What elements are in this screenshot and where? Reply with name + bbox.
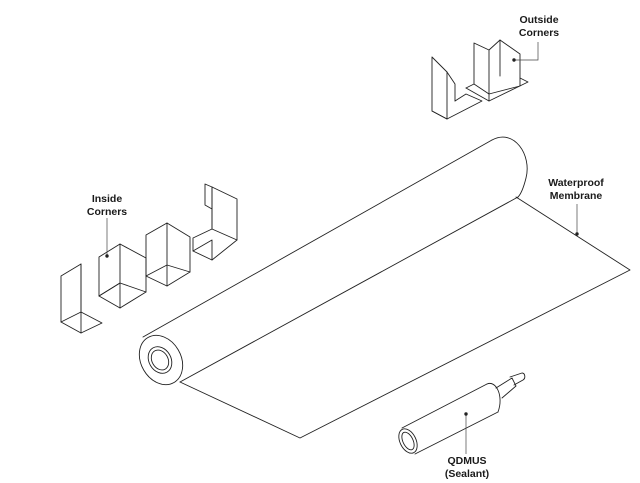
leader-outside-corners	[514, 42, 539, 61]
leader-lines	[105, 42, 579, 454]
outside-corner-piece-right	[465, 39, 529, 102]
outside-corner-pieces	[431, 39, 529, 120]
sealant-line1: QDMUS	[447, 455, 487, 467]
tube-body-bottom	[414, 411, 499, 455]
inside-corners-line2: Corners	[86, 205, 128, 218]
inside-corner-piece-3	[145, 222, 191, 287]
outside-corners-line1: Outside	[519, 14, 559, 26]
tube-open-end	[398, 428, 418, 454]
inside-corner-pieces	[60, 183, 238, 334]
outside-corners-label: Outside Corners	[516, 14, 562, 39]
inside-corner-piece-1	[60, 263, 103, 334]
tube-cap	[486, 382, 501, 413]
outside-corners-line2: Corners	[518, 26, 560, 39]
membrane-roll	[138, 136, 631, 439]
inside-corners-label: Inside Corners	[82, 193, 132, 218]
outside-corner-piece-left	[431, 56, 483, 120]
roll-top-edge	[142, 139, 493, 338]
roll-near-end	[138, 334, 184, 386]
roll-bottom-edge	[179, 196, 519, 383]
inside-corner-piece-2	[98, 243, 147, 309]
sealant-label: QDMUS (Sealant)	[440, 455, 494, 480]
sealant-line2: (Sealant)	[444, 467, 490, 480]
tube-body-top	[401, 383, 488, 429]
inside-corner-piece-4	[192, 183, 238, 261]
roll-far-end	[491, 136, 528, 198]
sealant-tube	[398, 372, 526, 455]
membrane-sheet	[179, 196, 631, 439]
roll-core-outer	[147, 346, 173, 374]
roll-core-inner	[150, 349, 170, 371]
waterproof-membrane-line1: Waterproof	[548, 177, 604, 189]
inside-corners-line1: Inside	[91, 193, 123, 205]
waterproof-membrane-line2: Membrane	[549, 189, 603, 202]
waterproof-membrane-label: Waterproof Membrane	[541, 177, 611, 202]
tube-open-end-inner	[401, 431, 415, 451]
tube-nozzle	[495, 377, 517, 399]
